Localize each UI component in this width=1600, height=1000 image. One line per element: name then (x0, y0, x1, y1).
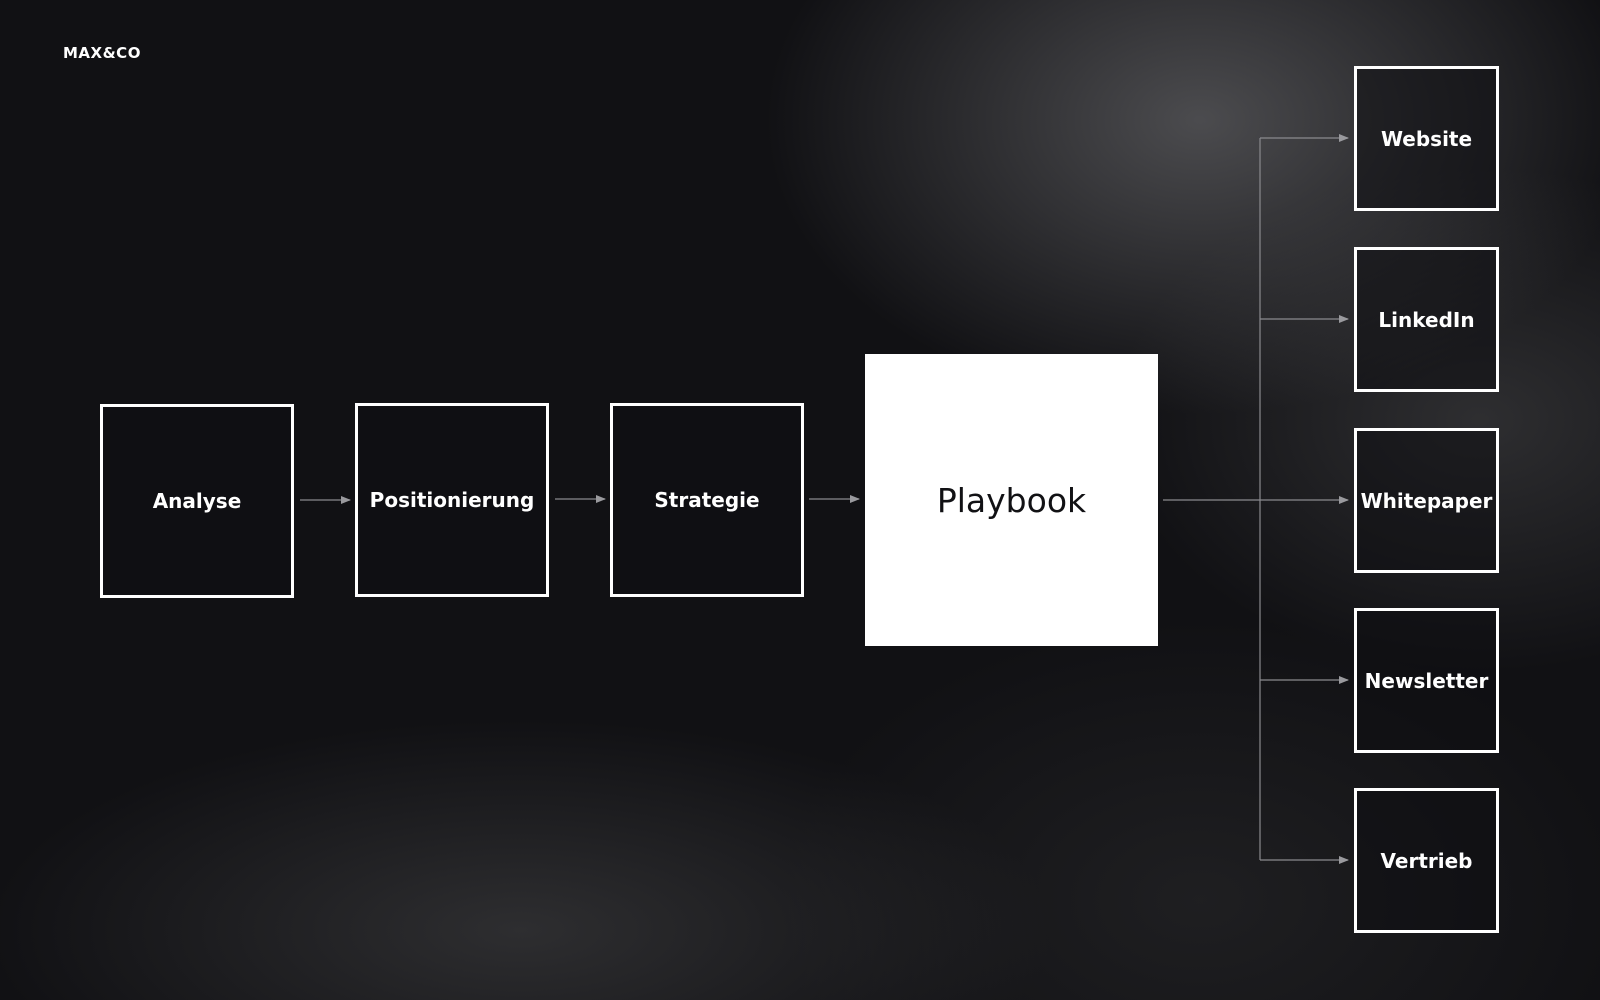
output-vertrieb-label: Vertrieb (1380, 848, 1473, 873)
brand-logo: MAX&CO (63, 44, 141, 62)
playbook-node: Playbook (865, 354, 1158, 646)
output-vertrieb: Vertrieb (1354, 788, 1499, 933)
output-website-label: Website (1380, 126, 1473, 151)
step-analyse: Analyse (100, 404, 294, 598)
playbook-label: Playbook (936, 480, 1087, 520)
output-newsletter: Newsletter (1354, 608, 1499, 753)
step-strategie-label: Strategie (654, 488, 760, 512)
output-linkedin-label: LinkedIn (1378, 307, 1475, 332)
output-linkedin: LinkedIn (1354, 247, 1499, 392)
output-whitepaper-label: Whitepaper (1360, 488, 1493, 513)
step-positionierung-label: Positionierung (369, 488, 535, 512)
step-positionierung: Positionierung (355, 403, 549, 597)
step-strategie: Strategie (610, 403, 804, 597)
output-whitepaper: Whitepaper (1354, 428, 1499, 573)
step-analyse-label: Analyse (152, 489, 242, 513)
output-website: Website (1354, 66, 1499, 211)
output-newsletter-label: Newsletter (1364, 668, 1489, 693)
